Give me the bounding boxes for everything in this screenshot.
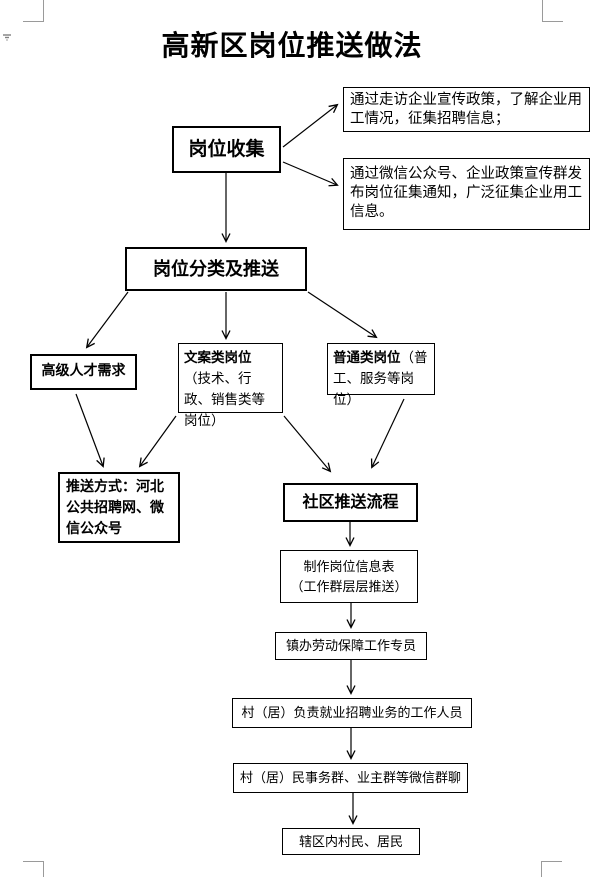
flow-node-info-table-line1: 制作岗位信息表 [303,558,395,574]
margin-marker-icon [3,34,11,41]
arrow-classify-to-general [307,291,378,339]
arrow-collect-to-visit-note [282,103,339,148]
flow-node-residents: 辖区内村民、居民 [282,828,420,855]
corner-mark-top-right [542,0,563,22]
flow-node-village-groups-label: 村（居）民事务群、业主群等微信群聊 [239,770,461,786]
flow-node-residents-label: 辖区内村民、居民 [298,833,403,849]
flow-node-collect: 岗位收集 [172,126,281,173]
flow-node-senior-talent: 高级人才需求 [30,354,137,390]
corner-mark-bottom-right [541,861,562,877]
arrow-office-to-community [283,415,332,473]
flow-node-office-jobs: 文案类岗位 （技术、行政、销售类等岗位） [178,343,283,428]
flow-node-community-process-label: 社区推送流程 [302,493,399,511]
arrow-collect-to-wechat-note [282,161,339,187]
flow-node-visit-note-label: 通过走访企业宣传政策，了解企业用工情况，征集招聘信息； [350,92,582,127]
corner-mark-top-left [23,0,44,22]
arrow-general-to-community [370,398,405,469]
flow-node-village-staff: 村（居）负责就业招聘业务的工作人员 [232,698,472,728]
flow-node-general-jobs-label-rest: （普工、服务等岗位） [333,350,428,407]
flow-node-village-groups: 村（居）民事务群、业主群等微信群聊 [233,763,468,793]
flow-node-office-jobs-label-rest: （技术、行政、销售类等岗位） [184,371,265,428]
flow-node-collect-label: 岗位收集 [188,138,265,160]
flow-node-wechat-note-label: 通过微信公众号、企业政策宣传群发布岗位征集通知，广泛征集企业用工信息。 [350,166,582,220]
flow-node-community-process: 社区推送流程 [283,483,418,522]
flow-node-office-jobs-label-bold: 文案类岗位 [184,350,252,365]
flow-node-wechat-note: 通过微信公众号、企业政策宣传群发布岗位征集通知，广泛征集企业用工信息。 [343,158,590,230]
flow-node-town-officer: 镇办劳动保障工作专员 [275,632,427,660]
flow-node-general-jobs: 普通类岗位（普工、服务等岗位） [327,343,435,407]
page-title: 高新区岗位推送做法 [161,31,423,62]
arrow-senior-to-push-method [75,393,105,468]
flow-node-town-officer-label: 镇办劳动保障工作专员 [285,638,416,654]
flow-node-info-table: 制作岗位信息表 （工作群层层推送） [280,550,418,603]
flow-node-info-table-line2: （工作群层层推送） [290,578,408,594]
flow-node-visit-note: 通过走访企业宣传政策，了解企业用工情况，征集招聘信息； [343,87,590,132]
flow-node-push-method: 推送方式：河北公共招聘网、微信公众号 [58,472,180,543]
flow-node-classify-label: 岗位分类及推送 [153,258,279,279]
flow-node-push-method-label: 推送方式：河北公共招聘网、微信公众号 [66,480,164,537]
flow-node-general-jobs-label-bold: 普通类岗位 [333,350,401,365]
flow-node-village-staff-label: 村（居）负责就业招聘业务的工作人员 [241,705,463,721]
arrow-office-to-push-method [138,415,177,468]
corner-mark-bottom-left [23,861,44,877]
flow-node-senior-talent-label: 高级人才需求 [41,363,126,379]
flow-node-classify: 岗位分类及推送 [125,247,307,291]
arrow-classify-to-senior [85,291,129,349]
